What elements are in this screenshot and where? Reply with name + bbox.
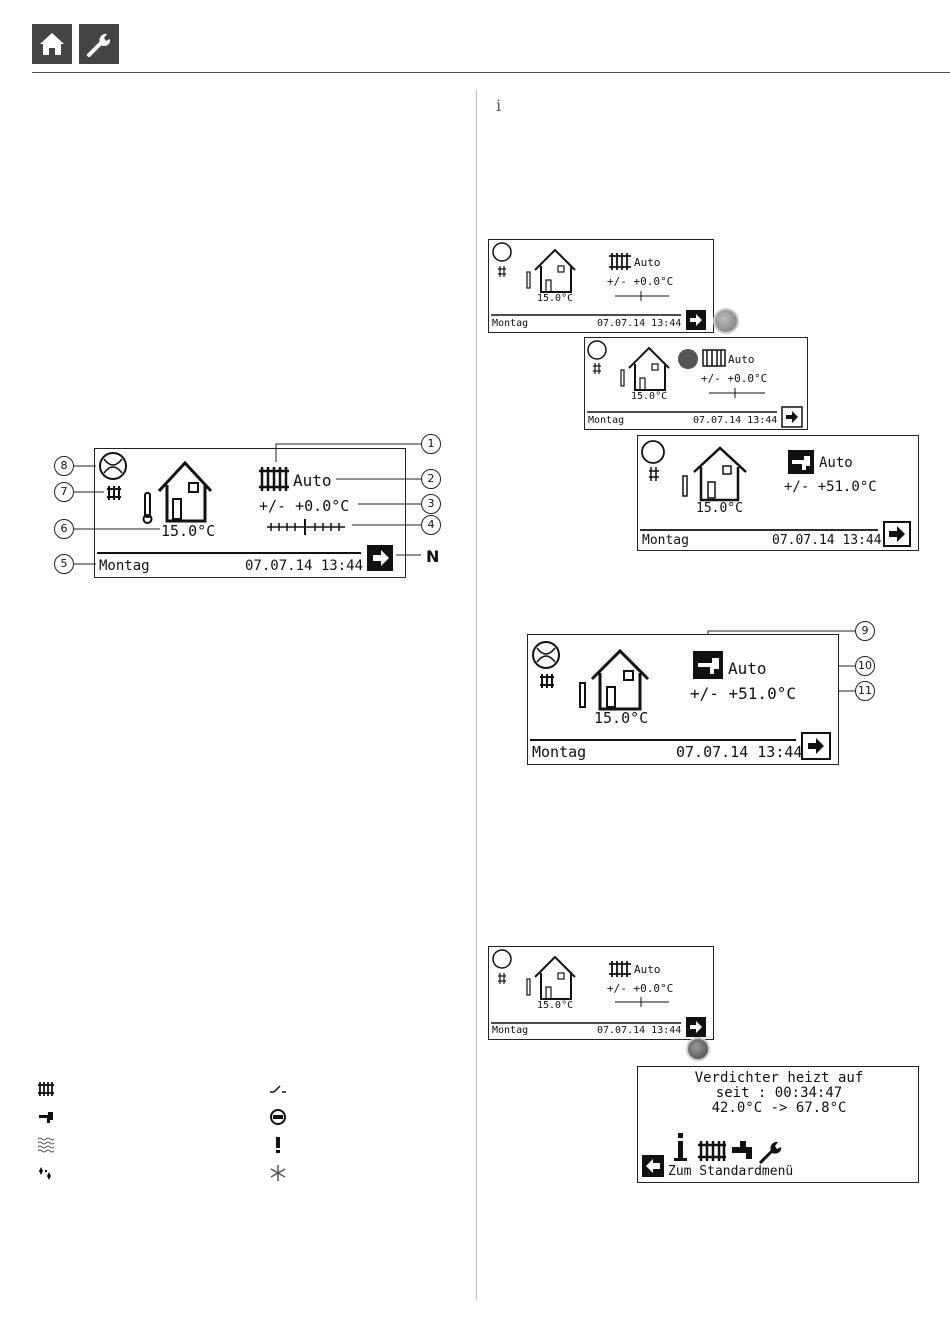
screen-a-graphics — [491, 242, 706, 330]
radiator-mode-icon — [259, 467, 289, 491]
status-display-graphics — [642, 1133, 782, 1177]
water-day-label: Montag — [532, 743, 587, 761]
heating-menu-icon — [698, 1141, 726, 1161]
info-menu-icon — [674, 1133, 687, 1161]
screen-d-graphics — [491, 949, 706, 1037]
screen-d-correction: +/- +0.0°C — [607, 982, 674, 995]
water-temp-label: 15.0°C — [594, 709, 649, 727]
screen-a-day: Montag — [492, 318, 529, 329]
info-icon: i — [496, 96, 502, 115]
settings-menu-icon — [758, 1141, 782, 1165]
next-arrow-icon — [367, 545, 393, 571]
waves-icon — [37, 1137, 55, 1153]
screen-a: Auto +/- +0.0°C 15.0°C Montag 07.07.14 1… — [488, 239, 714, 333]
room-temp-label: 15.0°C — [161, 522, 216, 540]
screen-a-mode: Auto — [634, 256, 661, 269]
screen-b-correction: +/- +0.0°C — [701, 372, 768, 385]
callout-7: 7 — [54, 482, 74, 502]
screen-b-datetime: 07.07.14 13:44 — [693, 415, 778, 426]
water-datetime-label: 07.07.14 13:44 — [676, 743, 803, 761]
home-button[interactable] — [32, 24, 72, 64]
status-line-2: seit : 00:34:47 — [715, 1085, 843, 1101]
screen-d: Auto +/- +0.0°C 15.0°C Montag 07.07.14 1… — [488, 946, 714, 1040]
water-mode-icon — [693, 651, 723, 679]
switch-icon — [270, 1085, 286, 1093]
status-line-1: Verdichter heizt auf — [694, 1070, 864, 1086]
screen-c-graphics — [640, 440, 911, 547]
column-divider — [476, 90, 477, 1300]
back-label[interactable]: Zum Standardmenü — [668, 1164, 794, 1179]
thermometer-icon — [142, 492, 153, 524]
callout-6: 6 — [54, 519, 74, 539]
callout-9: 9 — [855, 621, 875, 641]
wrench-icon — [87, 33, 111, 57]
correction-label: +/- +0.0°C — [259, 497, 350, 515]
callout-4: 4 — [421, 515, 441, 535]
screen-c-day: Montag — [642, 533, 689, 548]
pump-icon — [270, 1109, 286, 1125]
screen-a-correction: +/- +0.0°C — [607, 275, 674, 288]
water-menu-icon — [732, 1141, 752, 1159]
hot-water-icon — [788, 450, 814, 474]
screen-d-datetime: 07.07.14 13:44 — [597, 1025, 682, 1036]
callout-2: 2 — [421, 469, 441, 489]
heating-circuit-icon — [107, 486, 121, 500]
settings-button[interactable] — [79, 24, 119, 64]
screen-b-graphics — [587, 340, 803, 428]
water-correction-label: +/- +51.0°C — [690, 684, 796, 703]
tap-icon — [39, 1112, 53, 1123]
callout-10: 10 — [855, 656, 875, 676]
status-display: Verdichter heizt auf seit : 00:34:47 42.… — [637, 1066, 919, 1183]
screen-c: Auto +/- +51.0°C 15.0°C Montag 07.07.14 … — [637, 435, 919, 551]
water-mode-label: Auto — [728, 659, 767, 678]
main-display-graphics — [97, 452, 393, 571]
home-icon — [40, 33, 64, 55]
datetime-label: 07.07.14 13:44 — [245, 558, 364, 574]
main-display: Auto +/- +0.0°C 15.0°C Montag 07.07.14 1… — [94, 448, 406, 578]
spark-icon — [39, 1167, 51, 1180]
callout-8: 8 — [54, 456, 74, 476]
callout-5: 5 — [54, 554, 74, 574]
rotary-knob-icon[interactable] — [713, 308, 739, 334]
screen-c-mode: Auto — [819, 455, 853, 471]
screen-d-day: Montag — [492, 1025, 529, 1036]
header-divider — [32, 72, 950, 73]
house-icon — [157, 460, 213, 523]
knob-press-icon[interactable] — [686, 1037, 710, 1061]
screen-b-day: Montag — [588, 415, 625, 426]
callout-11: 11 — [855, 681, 875, 701]
callout-1: 1 — [421, 434, 441, 454]
back-arrow-icon — [642, 1155, 664, 1177]
snowflake-icon — [270, 1165, 286, 1181]
radiator-icon — [38, 1082, 54, 1096]
screen-a-temp: 15.0°C — [537, 293, 574, 304]
status-line-3: 42.0°C -> 67.8°C — [711, 1100, 847, 1116]
water-display: Auto +/- +51.0°C 15.0°C Montag 07.07.14 … — [527, 634, 839, 765]
knob-turn-icon — [678, 349, 698, 369]
compressor-icon — [99, 452, 127, 480]
screen-b-temp: 15.0°C — [631, 391, 668, 402]
screen-d-mode: Auto — [634, 963, 661, 976]
screen-c-datetime: 07.07.14 13:44 — [772, 533, 882, 548]
screen-b: Auto +/- +0.0°C 15.0°C Montag 07.07.14 1… — [584, 337, 808, 430]
water-display-graphics — [530, 641, 831, 760]
screen-b-mode: Auto — [728, 353, 755, 366]
mode-label: Auto — [293, 471, 332, 490]
screen-a-datetime: 07.07.14 13:44 — [597, 318, 682, 329]
n-label: N — [426, 547, 440, 566]
day-label: Montag — [99, 558, 150, 574]
callout-3: 3 — [421, 494, 441, 514]
correction-scale — [267, 519, 345, 535]
screen-c-correction: +/- +51.0°C — [784, 479, 877, 495]
exclamation-icon — [276, 1137, 280, 1153]
screen-d-temp: 15.0°C — [537, 1000, 574, 1011]
screen-c-temp: 15.0°C — [696, 501, 743, 516]
